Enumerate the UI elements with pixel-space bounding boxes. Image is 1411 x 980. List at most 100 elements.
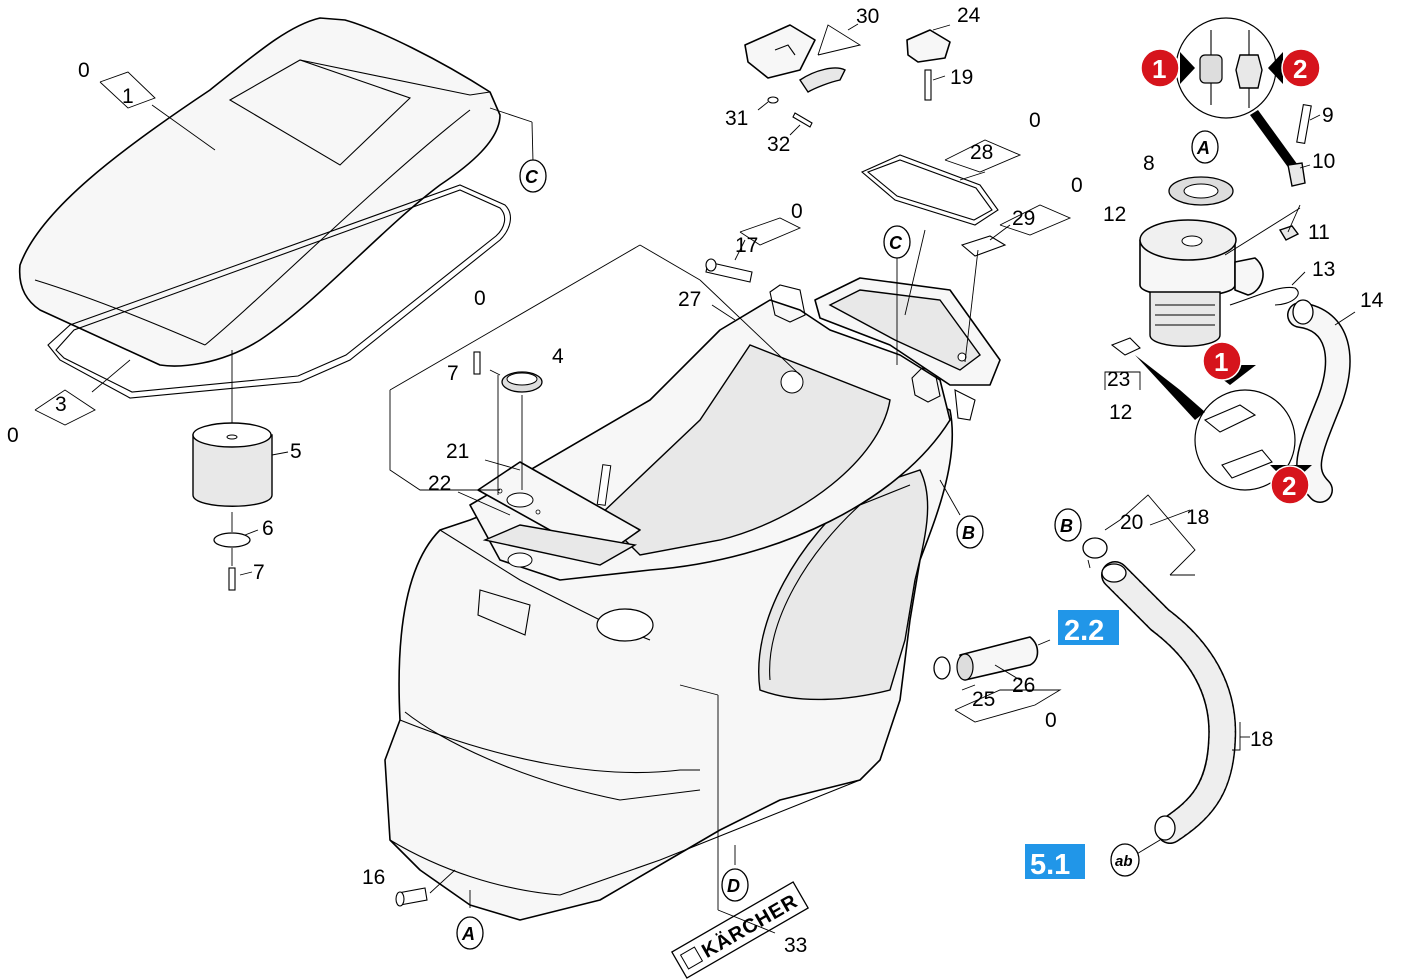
pipe-26 — [956, 636, 1039, 681]
svg-text:D: D — [727, 876, 740, 896]
label-p0f: 0 — [474, 287, 486, 310]
svg-text:C: C — [889, 233, 903, 253]
washer-6 — [213, 512, 251, 566]
bolt-9 — [1296, 103, 1312, 145]
bubble-b-hose: B — [1054, 508, 1082, 542]
label-p0b: 0 — [7, 424, 19, 447]
tank-lid-frame — [814, 277, 1001, 421]
label-p33: 33 — [784, 934, 807, 957]
label-p0e: 0 — [791, 200, 803, 223]
filter-cartridge — [192, 350, 273, 507]
svg-text:C: C — [525, 167, 539, 187]
label-p5: 5 — [290, 440, 302, 463]
washer-31 — [767, 96, 779, 104]
marker-1-top: 1 — [1140, 48, 1195, 88]
label-p25: 25 — [972, 688, 995, 711]
svg-text:ab: ab — [1115, 853, 1133, 870]
label-p11: 11 — [1308, 221, 1330, 244]
bubble-b-tank: B — [956, 515, 984, 549]
bubble-ab: ab — [1110, 843, 1140, 877]
leader-lines — [34, 23, 1356, 934]
plug-20 — [1082, 537, 1108, 559]
label-p4: 4 — [552, 345, 564, 368]
ref-2-2[interactable]: 2.2 — [1058, 610, 1119, 647]
cover-seal — [47, 184, 511, 399]
label-p23: 23 — [1107, 368, 1130, 391]
label-p0a: 0 — [78, 59, 90, 82]
label-p26: 26 — [1012, 674, 1035, 697]
cap-4 — [501, 371, 543, 393]
label-p17: 17 — [735, 234, 758, 257]
svg-text:1: 1 — [1214, 347, 1228, 377]
label-p28: 28 — [970, 141, 993, 164]
label-p30: 30 — [856, 5, 879, 28]
svg-text:2: 2 — [1293, 54, 1307, 84]
seal-28 — [860, 154, 999, 226]
bubble-c-frame: C — [883, 225, 911, 259]
label-p18a: 18 — [1186, 506, 1209, 529]
bolt-17 — [705, 258, 753, 283]
label-p21: 21 — [446, 440, 469, 463]
label-29 — [960, 235, 1007, 257]
svg-text:2: 2 — [1282, 471, 1296, 501]
screw-7a — [228, 567, 236, 591]
svg-text:A: A — [461, 924, 475, 944]
oring-25 — [933, 656, 951, 680]
clamp-30 — [744, 24, 846, 93]
label-p10: 10 — [1312, 150, 1335, 173]
hose-18 — [1101, 561, 1237, 844]
marker-2-connector: 2 — [1270, 465, 1312, 505]
label-p16: 16 — [362, 866, 385, 889]
label-p14: 14 — [1360, 289, 1384, 312]
label-p1: 1 — [122, 85, 134, 108]
stud-10 — [1287, 162, 1306, 187]
ref-5-1[interactable]: 5.1 — [1025, 844, 1085, 881]
screw-7b — [473, 351, 481, 375]
bubble-a-tank: A — [456, 916, 484, 950]
ring-8 — [1168, 176, 1234, 206]
label-p3: 3 — [55, 393, 67, 416]
label-p24: 24 — [957, 4, 981, 27]
part-labels: 0 1 3 0 5 6 7 30 24 19 31 32 0 28 0 29 0… — [7, 4, 1384, 957]
nut-11 — [1278, 225, 1300, 241]
screw-19 — [924, 69, 932, 101]
svg-text:A: A — [1196, 138, 1210, 158]
screw-32 — [792, 112, 813, 128]
label-p6: 6 — [262, 517, 274, 540]
svg-text:B: B — [1060, 516, 1073, 536]
mount-detail — [1175, 17, 1300, 170]
label-p18b: 18 — [1250, 728, 1273, 751]
label-p27: 27 — [678, 288, 701, 311]
svg-text:B: B — [962, 523, 975, 543]
label-p19: 19 — [950, 66, 973, 89]
screw-16 — [395, 887, 428, 907]
bubble-c-cover: C — [519, 159, 547, 193]
label-p7a: 7 — [253, 561, 265, 584]
label-p9: 9 — [1322, 104, 1334, 127]
label-p0d: 0 — [1071, 174, 1083, 197]
label-p0c: 0 — [1029, 109, 1041, 132]
plate-21 — [477, 461, 641, 568]
marker-2-top: 2 — [1268, 48, 1321, 88]
tank-side-panel — [758, 469, 929, 701]
svg-text:2.2: 2.2 — [1064, 615, 1104, 647]
label-p20: 20 — [1120, 511, 1143, 534]
label-p12a: 12 — [1103, 203, 1126, 226]
hose-14 — [1287, 299, 1351, 503]
label-p31: 31 — [725, 107, 748, 130]
marker-1-connector: 1 — [1202, 341, 1256, 385]
label-p7b: 7 — [447, 362, 459, 385]
suction-motor — [1139, 219, 1299, 347]
label-p29: 29 — [1012, 207, 1035, 230]
label-p8: 8 — [1143, 152, 1155, 175]
bubble-d: D — [721, 868, 749, 902]
svg-text:1: 1 — [1152, 54, 1166, 84]
label-p22: 22 — [428, 472, 451, 495]
clamp-24 — [906, 29, 951, 63]
label-p12b: 12 — [1109, 401, 1132, 424]
bubble-a-motor: A — [1191, 130, 1219, 164]
label-p13: 13 — [1312, 258, 1335, 281]
cover-lid — [18, 17, 501, 367]
label-p0g: 0 — [1045, 709, 1057, 732]
